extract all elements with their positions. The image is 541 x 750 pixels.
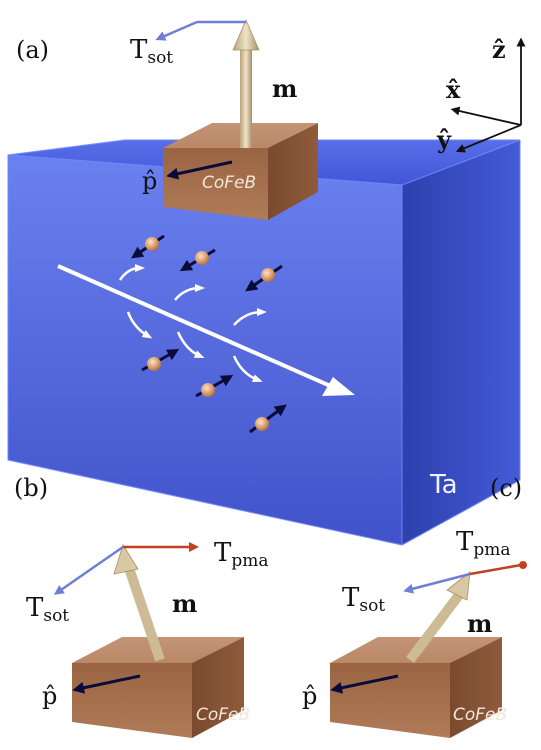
- ta-block-side: [402, 140, 520, 545]
- t-pma-arrow-c-tip: [519, 561, 527, 569]
- p-hat-label-a: p̂: [142, 167, 157, 195]
- y-axis: [455, 124, 522, 153]
- cofeb-side: [192, 637, 244, 738]
- t-pma-label-b: Tpma: [214, 538, 268, 571]
- coordinate-axes: ẑ x̂ ŷ: [436, 35, 526, 154]
- cofeb-front: [72, 663, 192, 738]
- panel-label-b: (b): [14, 474, 48, 502]
- deflect-down-arrow: [126, 311, 153, 339]
- t-sot-label-c: Tsot: [342, 583, 385, 616]
- m-arrow-shaft-c: [406, 591, 463, 664]
- panel-c: (c) CoFeB p̂ m Tpma Tsot: [302, 474, 527, 738]
- cofeb-side: [450, 637, 502, 738]
- electron: [179, 248, 216, 272]
- cofeb-label: CoFeB: [202, 173, 256, 193]
- electron: [249, 404, 287, 434]
- t-sot-label-b: Tsot: [26, 593, 69, 626]
- m-arrow-head-b: [113, 544, 139, 575]
- m-label-c: m: [467, 609, 492, 638]
- ta-block: [7, 139, 521, 546]
- ta-block-front: [8, 155, 402, 545]
- electron: [195, 375, 234, 398]
- electron: [131, 234, 165, 259]
- t-sot-arrow-c: [403, 572, 471, 594]
- p-arrow-b: [72, 674, 141, 694]
- cofeb-front: [330, 663, 450, 738]
- t-sot-arrow-b: [53, 545, 124, 595]
- cofeb-label: CoFeB: [196, 705, 250, 725]
- electron: [245, 264, 283, 292]
- x-axis: [450, 106, 522, 126]
- cofeb-side: [268, 123, 318, 220]
- deflection-arrows: [118, 264, 267, 382]
- y-axis-label: ŷ: [436, 125, 452, 154]
- electron: [141, 349, 180, 372]
- m-arrow-head-a: [232, 18, 260, 51]
- t-sot-arrow-a-diag: [155, 20, 198, 41]
- ta-label: Ta: [429, 470, 458, 500]
- m-label-b: m: [172, 589, 197, 618]
- m-arrow-shaft-a: [240, 48, 252, 148]
- p-arrow-c: [330, 674, 399, 694]
- deflect-up-arrow: [233, 308, 267, 326]
- t-pma-arrow-c: [469, 563, 522, 576]
- p-hat-label-c: p̂: [302, 682, 317, 710]
- p-arrow-a: [166, 160, 233, 180]
- charge-current-arrow: [57, 264, 336, 390]
- deflect-down-arrow: [176, 331, 205, 358]
- electrons-upper: [131, 234, 283, 292]
- panel-label-c: (c): [490, 474, 522, 502]
- cofeb-block-b: CoFeB: [72, 637, 250, 738]
- m-arrow-shaft-b: [124, 566, 165, 662]
- panel-b: (b) CoFeB p̂ m Tpma Tsot: [14, 474, 268, 738]
- z-axis-label: ẑ: [492, 35, 506, 64]
- charge-current-arrowhead: [322, 377, 355, 396]
- panel-label-a: (a): [16, 36, 49, 64]
- m-arrow-head-c: [446, 571, 471, 601]
- electrons-lower: [141, 349, 287, 434]
- t-sot-label-a: Tsot: [130, 35, 173, 68]
- t-pma-label-c: Tpma: [456, 527, 510, 560]
- panel-a: CoFeB p̂ m Tsot (a) Ta ẑ x̂ ŷ: [7, 18, 526, 546]
- m-label-a: m: [272, 74, 297, 103]
- x-axis-label: x̂: [446, 75, 461, 104]
- deflect-up-arrow: [118, 264, 145, 281]
- cofeb-front: [163, 148, 268, 220]
- p-hat-label-b: p̂: [42, 682, 57, 710]
- deflect-up-arrow: [174, 284, 205, 301]
- cofeb-label: CoFeB: [453, 705, 507, 725]
- deflect-down-arrow: [232, 355, 263, 382]
